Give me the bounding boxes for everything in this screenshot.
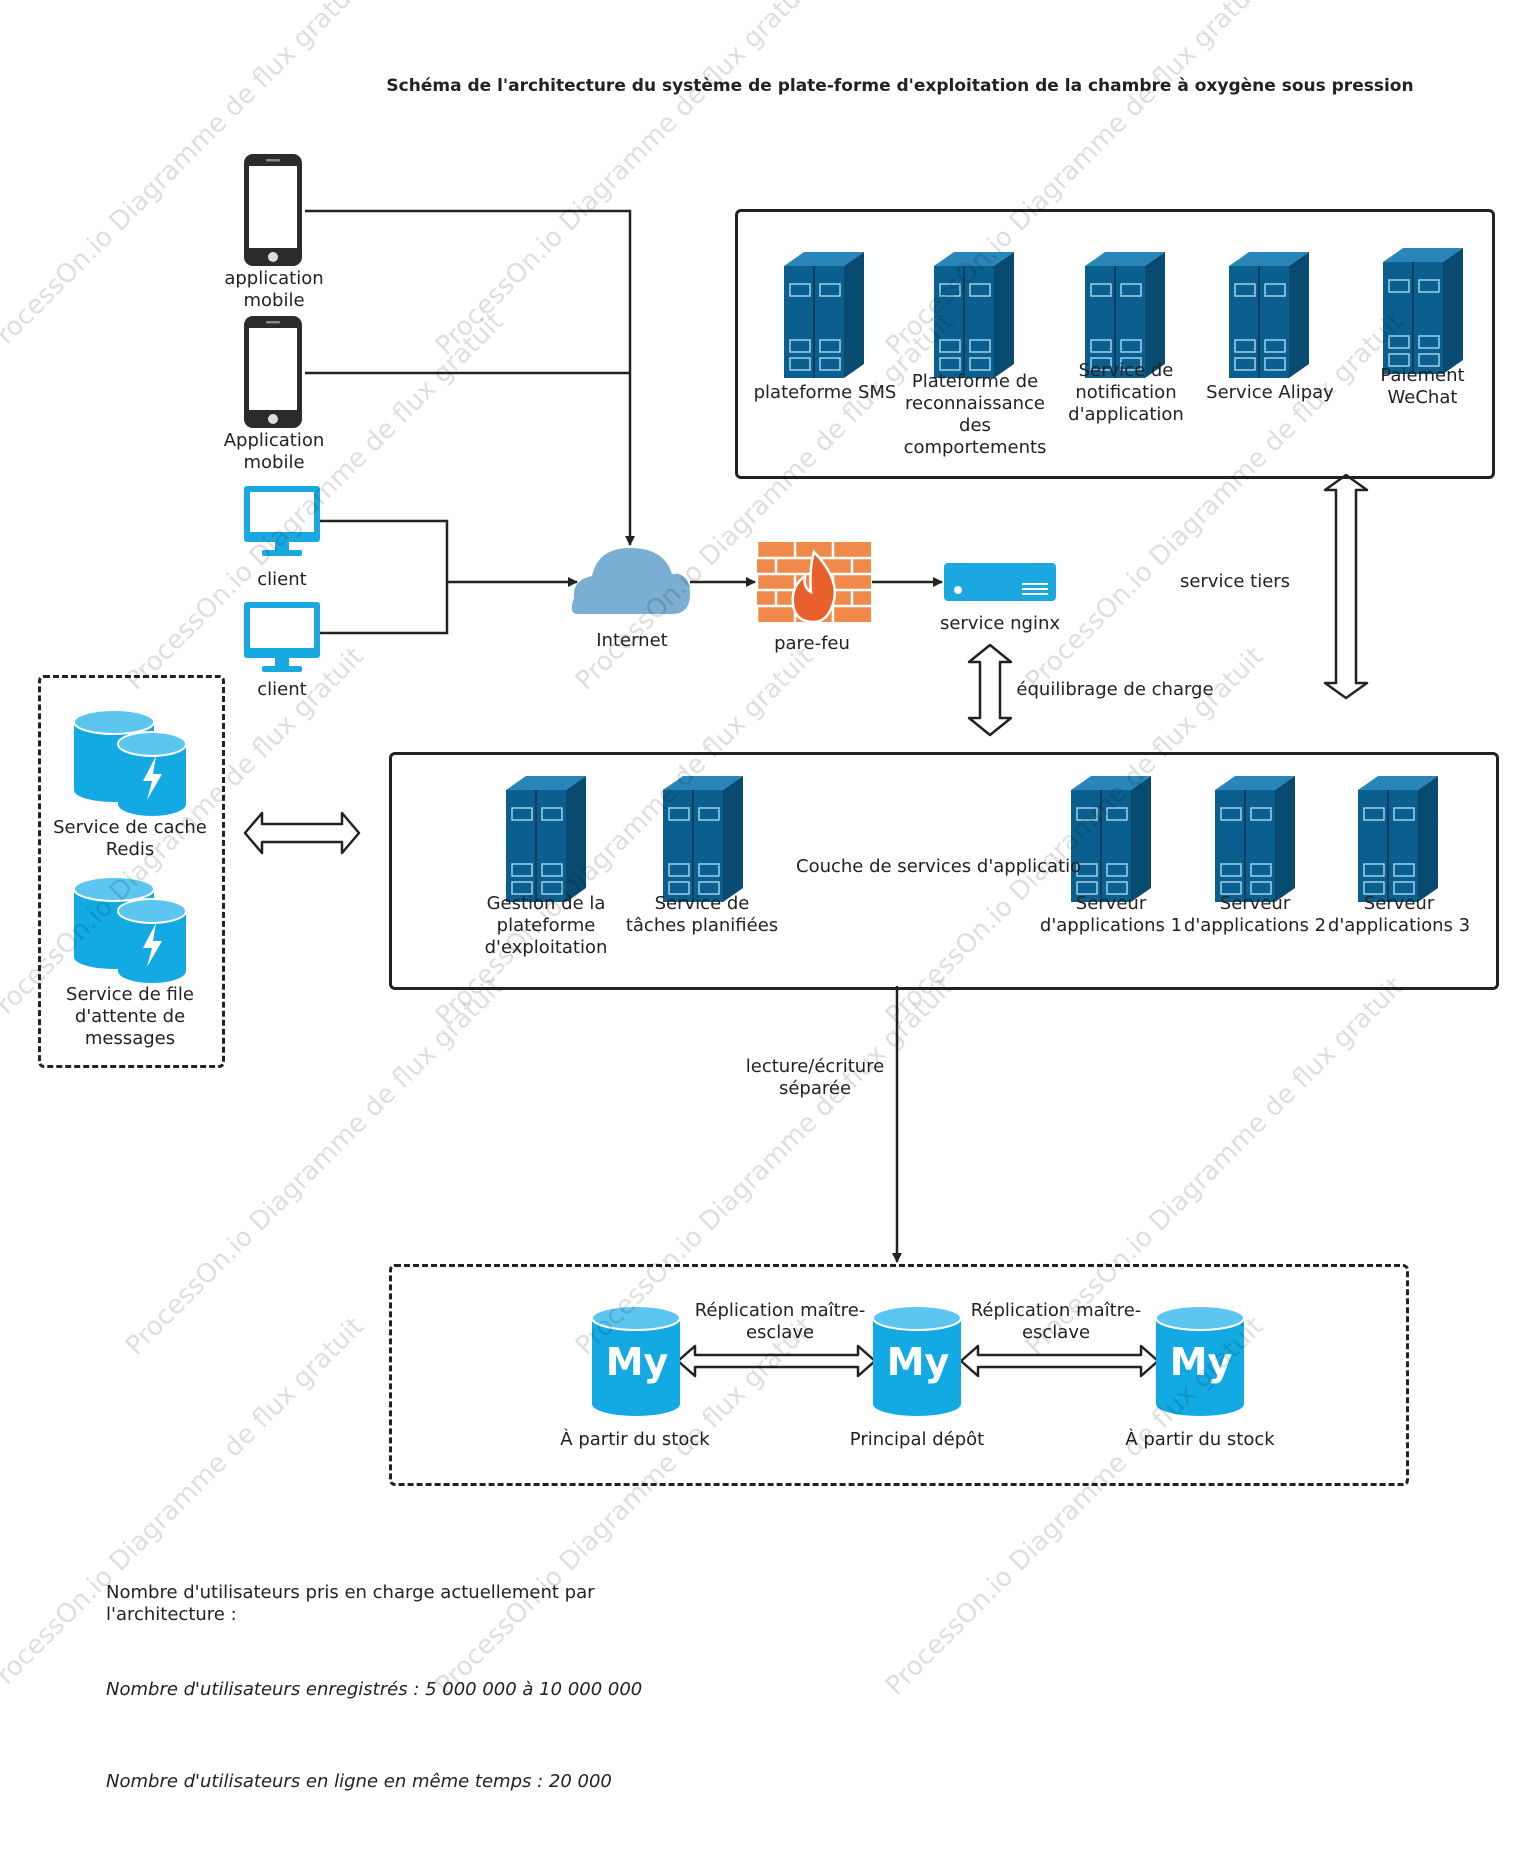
arrow-load-balance xyxy=(967,643,1013,737)
mobile-phone-icon xyxy=(244,154,302,266)
diagram-title: Schéma de l'architecture du système de p… xyxy=(386,76,1414,96)
load-balance-label: équilibrage de charge xyxy=(1016,679,1214,700)
wire-pc1-internet xyxy=(320,519,449,582)
firewall-icon xyxy=(755,542,871,624)
cache-services-box xyxy=(38,675,225,1068)
cloud-icon xyxy=(571,548,690,614)
app-item-4-label: Serveur d'applications 2 xyxy=(1183,893,1327,936)
online-users-note: Nombre d'utilisateurs en ligne en même t… xyxy=(106,1771,612,1792)
app-item-3-label: Serveur d'applications 1 xyxy=(1039,893,1183,936)
mysql-logo-master: My xyxy=(886,1340,950,1384)
mysql-logo-slave-1: My xyxy=(605,1340,669,1384)
mobile-app-1-label: application mobile xyxy=(224,268,324,311)
server-icon xyxy=(1383,248,1463,374)
redis-cache-icon xyxy=(117,731,187,816)
server-icon xyxy=(1215,776,1295,902)
server-icon xyxy=(784,252,864,378)
server-icon xyxy=(1071,776,1151,902)
slave-db-1-label: À partir du stock xyxy=(560,1429,710,1450)
mobile-app-2-label: Application mobile xyxy=(223,430,325,473)
third-party-service-1-label: plateforme SMS xyxy=(753,382,897,403)
server-icon xyxy=(1085,252,1165,378)
internet-label: Internet xyxy=(596,630,668,651)
third-party-service-2-label: Plateforme de reconnaissance des comport… xyxy=(903,371,1047,458)
third-party-service-5-label: Paiement WeChat xyxy=(1380,365,1465,408)
third-party-services-box xyxy=(735,209,1495,479)
third-party-service-4-label: Service Alipay xyxy=(1206,382,1334,403)
message-queue-label: Service de file d'attente de messages xyxy=(66,984,194,1049)
replication-2-label: Réplication maître-esclave xyxy=(970,1300,1142,1343)
replication-1-label: Réplication maître-esclave xyxy=(694,1300,866,1343)
nginx-label: service nginx xyxy=(939,613,1061,634)
mysql-db-icon xyxy=(591,1305,681,1416)
third-party-label: service tiers xyxy=(1179,571,1291,592)
arrow-cache xyxy=(243,811,361,855)
server-icon xyxy=(506,776,586,902)
database-cluster-box xyxy=(389,1264,1409,1486)
capacity-heading: Nombre d'utilisateurs pris en charge act… xyxy=(106,1582,595,1625)
app-item-2-label: Service de tâches planifiées xyxy=(625,893,779,936)
redis-label: Service de cache Redis xyxy=(53,817,207,860)
monitor-icon xyxy=(244,486,320,556)
app-layer-label: Couche de services d'applicatio xyxy=(796,856,1082,877)
arrow-third-party xyxy=(1323,473,1369,700)
registered-users-note: Nombre d'utilisateurs enregistrés : 5 00… xyxy=(106,1679,643,1700)
wire-pc2-internet xyxy=(320,582,449,635)
mysql-logo-slave-2: My xyxy=(1169,1340,1233,1384)
mysql-db-icon xyxy=(1155,1305,1245,1416)
nginx-server-icon xyxy=(944,563,1056,601)
monitor-icon xyxy=(244,602,320,672)
server-icon xyxy=(663,776,743,902)
app-service-layer-box xyxy=(389,752,1499,990)
server-icon xyxy=(1229,252,1309,378)
server-icon xyxy=(934,252,1014,378)
server-icon xyxy=(1358,776,1438,902)
rw-separation-label: lecture/écriture séparée xyxy=(745,1056,885,1099)
app-item-1-label: Gestion de la plateforme d'exploitation xyxy=(484,893,608,958)
wire-mobile1-internet xyxy=(305,209,635,546)
mobile-phone-icon xyxy=(244,316,302,428)
pc-client-1-label: client xyxy=(257,569,307,590)
third-party-service-3-label: Service de notification d'application xyxy=(1068,360,1184,425)
pc-client-2-label: client xyxy=(257,679,307,700)
master-db-label: Principal dépôt xyxy=(849,1429,985,1450)
firewall-label: pare-feu xyxy=(774,633,850,654)
mysql-db-icon xyxy=(872,1305,962,1416)
slave-db-2-label: À partir du stock xyxy=(1125,1429,1275,1450)
message-queue-icon xyxy=(117,898,187,983)
app-item-5-label: Serveur d'applications 3 xyxy=(1327,893,1471,936)
